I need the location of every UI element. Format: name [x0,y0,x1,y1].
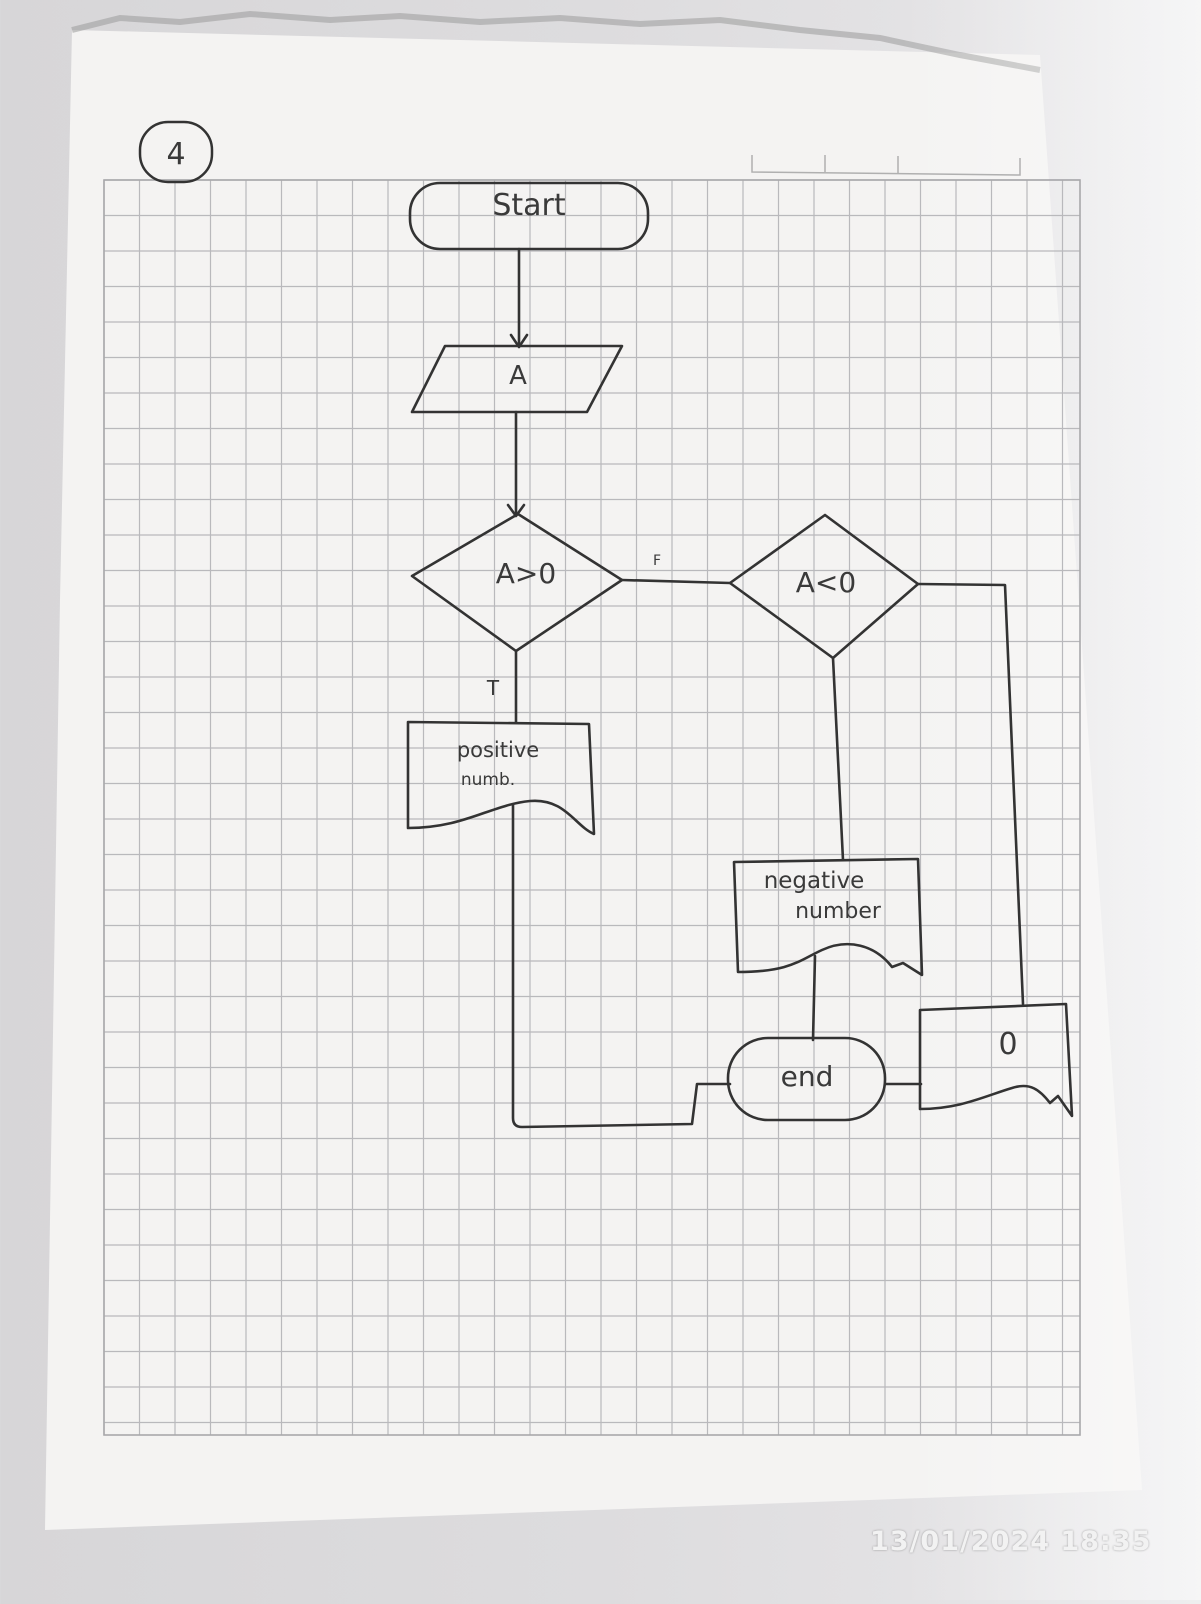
output-negative-label-line1: negative [764,868,865,894]
end-terminal [726,1036,887,1122]
start-terminal [408,181,650,251]
page-number-badge: 4 [138,120,214,184]
output-negative-document [732,857,924,977]
false-label: F [653,553,661,569]
decision1-label: A>0 [496,557,556,590]
connector-decision2-negative [831,656,845,862]
decision2-label: A<0 [796,566,856,599]
connector-negative-end [811,954,817,1042]
end-label: end [781,1060,834,1093]
start-label: Start [492,188,566,223]
output-zero-label: 0 [998,1027,1017,1062]
true-label: T [486,676,500,700]
connector-decision2-zero [916,582,1025,1006]
torn-edge [71,10,1041,73]
input-parallelogram [410,344,624,414]
output-negative-label-line2: number [795,899,882,924]
output-positive-label-line1: positive [457,738,539,762]
output-positive-document [406,720,596,836]
photo-timestamp: 13/01/2024 18:35 [870,1526,1152,1557]
header-boxes [751,155,1021,176]
output-positive-label-line2: numb. [461,770,515,790]
input-label: A [509,361,527,391]
graph-paper-grid [103,179,1080,1435]
connector-positive-end [511,803,732,1129]
output-zero-document [918,1002,1074,1118]
paper-sheet [45,30,1142,1530]
grid-border [103,179,1081,1436]
page-number-text: 4 [166,137,185,172]
connector-false-branch [620,578,732,585]
